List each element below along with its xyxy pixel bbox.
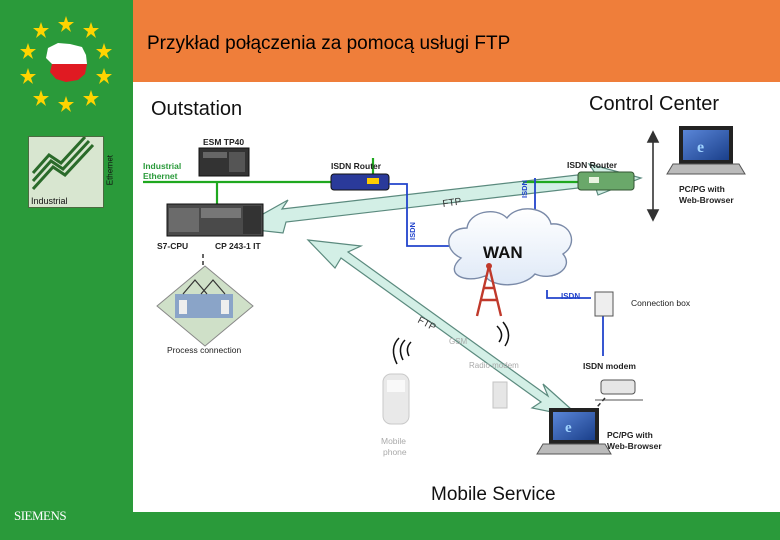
mobile-service-label: Mobile Service — [431, 484, 556, 505]
radio-modem-icon — [492, 381, 508, 409]
isdn-router-left — [330, 173, 390, 191]
laptop-bottom-icon: e — [536, 408, 612, 455]
eu-stars — [20, 16, 112, 112]
process-connection-icon — [156, 265, 254, 347]
industrial-ethernet-logo: Industrial Ethernet — [28, 135, 114, 208]
isdn-label-a: ISDN — [408, 222, 417, 240]
wan-label: WAN — [483, 243, 523, 262]
network-diagram: Outstation Control Center Mobile Service… — [143, 93, 746, 505]
mobile-phone-label-2: phone — [383, 447, 407, 457]
industrial-ethernet-label-1: Industrial — [143, 161, 181, 171]
svg-text:e: e — [697, 139, 704, 156]
svg-text:e: e — [565, 420, 572, 436]
outstation-label: Outstation — [151, 98, 242, 120]
pc-top-label-1: PC/PG with — [679, 184, 725, 194]
gsm-label: GSM — [449, 337, 468, 346]
mobile-phone-label-1: Mobile — [381, 436, 406, 446]
pc-top-label-2: Web-Browser — [679, 195, 734, 205]
isdn-modem-icon — [595, 379, 643, 401]
poland-map-red — [50, 64, 87, 82]
process-connection-label: Process connection — [167, 345, 241, 355]
s7-cpu-label: S7-CPU — [157, 241, 188, 251]
laptop-top-icon: e — [666, 126, 746, 175]
isdn-label-c: ISDN — [561, 292, 580, 301]
slide-title: Przykład połączenia za pomocą usługi FTP — [147, 33, 511, 54]
left-sidebar — [0, 0, 133, 540]
industrial-label: Industrial — [31, 196, 68, 206]
isdn-router-left-label: ISDN Router — [331, 161, 382, 171]
connection-box-icon — [594, 291, 614, 317]
poland-eu-logo — [20, 16, 112, 112]
ethernet-lines-icon — [31, 135, 95, 191]
mobile-phone-icon — [382, 373, 410, 425]
isdn-label-b: ISDN — [520, 180, 529, 198]
ethernet-vertical-label: Ethernet — [105, 155, 114, 186]
radio-waves-right — [496, 321, 510, 347]
title-bar — [133, 0, 780, 82]
poland-map-white — [46, 43, 87, 64]
pc-bottom-label-1: PC/PG with — [607, 430, 653, 440]
pc-bottom-label-2: Web-Browser — [607, 441, 662, 451]
isdn-router-right — [577, 171, 635, 191]
industrial-ethernet-label-2: Ethernet — [143, 171, 178, 181]
gsm-tower-icon — [475, 263, 503, 317]
connection-box-label: Connection box — [631, 298, 691, 308]
radio-waves-left — [392, 337, 412, 365]
siemens-logo: SIEMENS — [14, 508, 67, 523]
isdn-router-right-label: ISDN Router — [567, 160, 618, 170]
control-center-arrow — [646, 130, 660, 222]
control-center-label: Control Center — [589, 93, 719, 115]
esm-label: ESM TP40 — [203, 137, 244, 147]
isdn-modem-label: ISDN modem — [583, 361, 636, 371]
bottom-bar — [133, 512, 780, 540]
radio-modem-label: Radio modem — [469, 361, 519, 370]
ftp-label-top: FTP — [442, 196, 463, 210]
cp-243-label: CP 243-1 IT — [215, 241, 261, 251]
